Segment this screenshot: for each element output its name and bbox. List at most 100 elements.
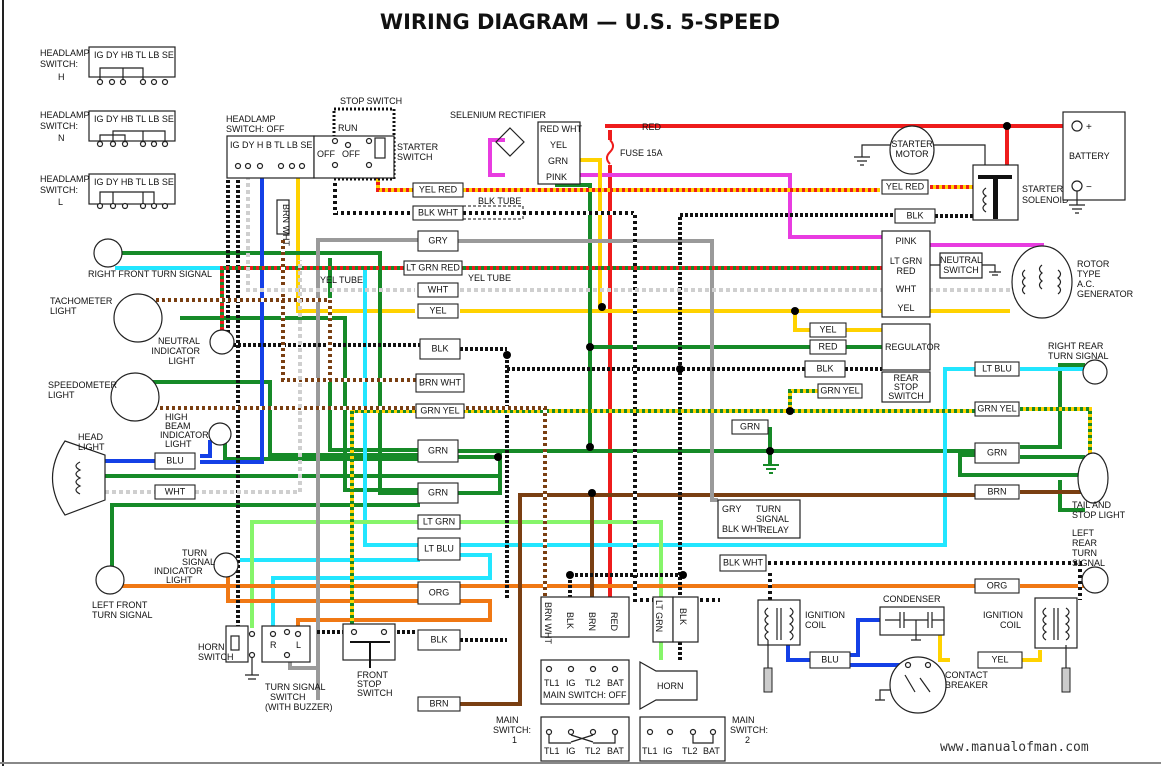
svg-text:YEL RED: YEL RED xyxy=(419,184,458,194)
svg-text:SWITCH:: SWITCH: xyxy=(40,59,78,69)
svg-text:SIGNAL: SIGNAL xyxy=(182,557,215,567)
svg-text:YEL: YEL xyxy=(550,140,567,150)
svg-text:(WITH BUZZER): (WITH BUZZER) xyxy=(265,702,333,712)
wire-yellow xyxy=(296,158,1042,662)
main-switch-off[interactable]: BRN WHT BLK BRN RED TL1 IG TL2 BAT MAIN … xyxy=(540,596,630,705)
yel-tube-label: YEL TUBE xyxy=(468,273,511,283)
ground-symbol xyxy=(763,464,779,474)
head-light: HEAD LIGHT xyxy=(51,432,106,516)
svg-text:SIGNAL: SIGNAL xyxy=(756,514,789,524)
svg-text:HEADLAMP: HEADLAMP xyxy=(40,174,90,184)
svg-text:L: L xyxy=(58,197,63,207)
wires xyxy=(105,124,1100,706)
svg-text:BRN: BRN xyxy=(987,486,1006,496)
wire-yellow-red-2 xyxy=(376,176,975,192)
ignition-coil-right: IGNITION COIL xyxy=(983,597,1078,693)
connector-gry: GRY xyxy=(417,230,459,252)
svg-text:BLK: BLK xyxy=(678,608,688,625)
generator-terminal-box: PINK LT GRN RED WHT YEL xyxy=(881,230,931,318)
svg-text:TYPE: TYPE xyxy=(1077,269,1101,279)
wire-green xyxy=(105,183,1085,575)
svg-text:TL1: TL1 xyxy=(642,746,658,756)
svg-text:BLK: BLK xyxy=(906,210,923,220)
ac-generator: ROTOR TYPE A.C. GENERATOR xyxy=(1011,245,1134,319)
svg-text:SWITCH:: SWITCH: xyxy=(40,185,78,195)
blk-tube xyxy=(462,205,524,220)
connector-yel-ignition: YEL xyxy=(977,651,1023,669)
starter-solenoid: STARTER SOLENOID xyxy=(972,164,1069,221)
svg-text:WHT: WHT xyxy=(428,284,449,294)
selenium-rectifier: SELENIUM RECTIFIER RED WHT YEL GRN PINK xyxy=(450,110,582,185)
svg-text:BATTERY: BATTERY xyxy=(1069,151,1110,161)
connector-lt-blu-right: LT BLU xyxy=(974,361,1020,377)
wire-black-white-2 xyxy=(333,180,1082,620)
svg-text:2: 2 xyxy=(745,735,750,745)
connector-blk-2: BLK xyxy=(417,629,461,651)
svg-text:BAT: BAT xyxy=(703,746,720,756)
svg-text:INDICATOR: INDICATOR xyxy=(160,430,209,440)
wire-ltgreen-red-2 xyxy=(220,266,882,330)
starter-switch-label: STARTER xyxy=(397,142,439,152)
connector-grn-2: GRN xyxy=(417,482,459,504)
svg-text:STOP: STOP xyxy=(357,679,381,689)
horn-switch[interactable]: HORN SWITCH xyxy=(198,625,259,680)
svg-text:IG DY HB TL LB SE: IG DY HB TL LB SE xyxy=(94,50,174,60)
svg-text:LT GRN RED: LT GRN RED xyxy=(406,262,460,272)
svg-text:REGULATOR: REGULATOR xyxy=(885,342,941,352)
svg-text:RELAY: RELAY xyxy=(760,525,789,535)
stop-switch[interactable]: STOP SWITCH RUN OFF OFF xyxy=(313,96,402,181)
svg-text:SOLENOID: SOLENOID xyxy=(1022,195,1069,205)
svg-text:YEL: YEL xyxy=(991,654,1008,664)
front-stop-switch[interactable]: FRONT STOP SWITCH xyxy=(342,623,396,698)
wire-orange xyxy=(120,563,1085,628)
svg-text:OFF: OFF xyxy=(342,149,360,159)
svg-text:CONTACT: CONTACT xyxy=(945,670,988,680)
svg-text:BAT: BAT xyxy=(607,678,624,688)
svg-text:BREAKER: BREAKER xyxy=(945,680,989,690)
svg-text:LT BLU: LT BLU xyxy=(424,543,454,553)
svg-text:YEL: YEL xyxy=(429,305,446,315)
svg-text:BLK: BLK xyxy=(431,343,448,353)
svg-text:IG: IG xyxy=(566,746,576,756)
svg-text:REAR: REAR xyxy=(893,373,919,383)
svg-text:FRONT: FRONT xyxy=(357,670,388,680)
connector-wht-headlight: WHT xyxy=(154,484,196,500)
svg-text:SIGNAL: SIGNAL xyxy=(1072,558,1105,568)
connector-yel: YEL xyxy=(417,303,459,319)
svg-text:BLK: BLK xyxy=(430,634,447,644)
svg-text:INDICATOR: INDICATOR xyxy=(151,346,200,356)
left-front-turn-signal: LEFT FRONT TURN SIGNAL xyxy=(92,565,153,620)
svg-text:GRN YEL: GRN YEL xyxy=(420,405,459,415)
condenser: CONDENSER xyxy=(879,594,945,641)
connector-org: ORG xyxy=(417,581,461,605)
svg-text:YEL: YEL xyxy=(819,324,836,334)
svg-text:LT GRN: LT GRN xyxy=(890,256,922,266)
svg-text:CONDENSER: CONDENSER xyxy=(883,594,941,604)
svg-text:TL1: TL1 xyxy=(544,678,560,688)
svg-text:TURN SIGNAL: TURN SIGNAL xyxy=(92,610,153,620)
main-switch-1[interactable]: TL1 IG TL2 BAT MAIN SWITCH: 1 xyxy=(493,715,630,762)
main-switch-2[interactable]: TL1 IG TL2 BAT MAIN SWITCH: 2 xyxy=(639,715,768,762)
svg-text:BAT: BAT xyxy=(607,746,624,756)
svg-text:TACHOMETER: TACHOMETER xyxy=(50,296,113,306)
svg-text:TL2: TL2 xyxy=(682,746,698,756)
svg-text:GRN: GRN xyxy=(428,445,448,455)
turn-signal-switch[interactable]: R L TURN SIGNAL SWITCH (WITH BUZZER) xyxy=(261,625,333,712)
svg-text:BRN: BRN xyxy=(587,612,597,631)
regulator: REGULATOR xyxy=(881,323,941,371)
svg-text:LIGHT: LIGHT xyxy=(166,575,193,585)
wire-red xyxy=(605,124,1075,598)
svg-text:SELENIUM RECTIFIER: SELENIUM RECTIFIER xyxy=(450,110,547,120)
svg-text:GRN: GRN xyxy=(428,487,448,497)
blk-tube-label: BLK TUBE xyxy=(478,196,521,206)
connector-grn-ground: GRN xyxy=(731,419,769,435)
connector-red-regulator: RED xyxy=(809,339,847,355)
neutral-switch: NEUTRAL SWITCH xyxy=(930,252,1001,279)
svg-text:TL1: TL1 xyxy=(544,746,560,756)
svg-text:IGNITION: IGNITION xyxy=(805,610,845,620)
connector-blk-wht-relay: BLK WHT xyxy=(719,554,767,572)
svg-text:SWITCH:: SWITCH: xyxy=(730,725,768,735)
svg-text:BLK: BLK xyxy=(565,612,575,629)
svg-text:A.C.: A.C. xyxy=(1077,279,1095,289)
